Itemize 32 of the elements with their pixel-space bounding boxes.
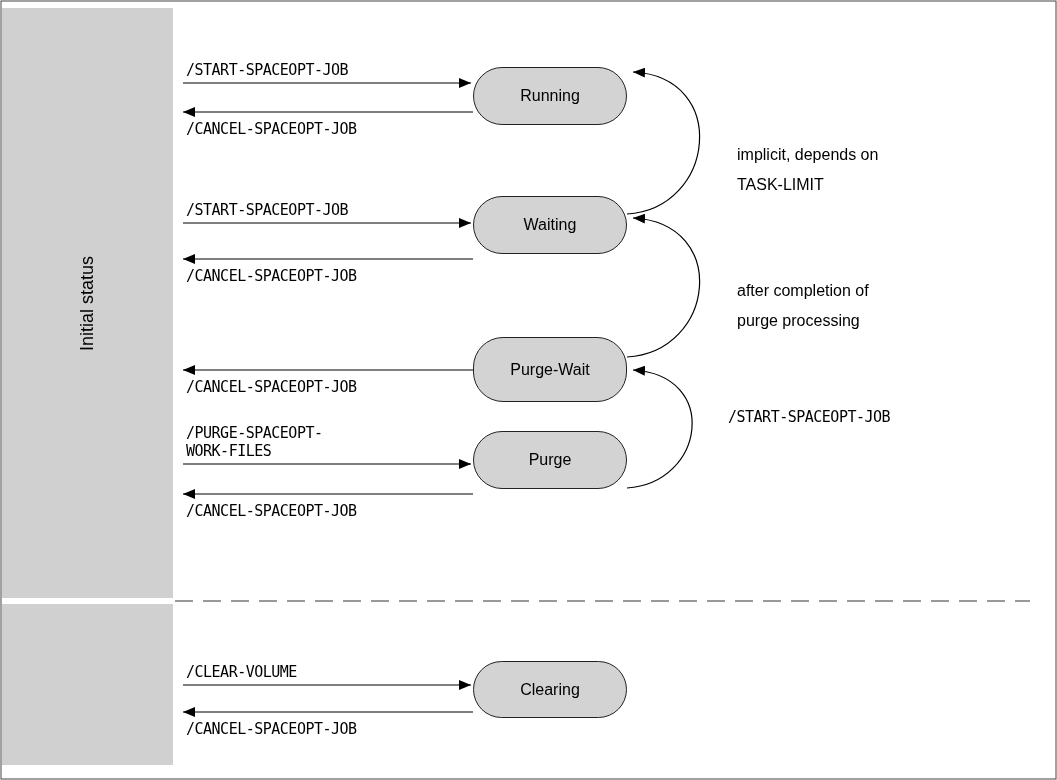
- arrow: [182, 218, 472, 228]
- command-label: /PURGE-SPACEOPT- WORK-FILES: [186, 424, 324, 460]
- transition-note: after completion of purge processing: [737, 281, 870, 331]
- command-label: /CLEAR-VOLUME: [186, 663, 297, 681]
- arrow: [182, 365, 474, 375]
- transition-note: implicit, depends on TASK-LIMIT: [737, 145, 880, 195]
- state-pill: Purge: [473, 431, 627, 489]
- command-label: /START-SPACEOPT-JOB: [186, 61, 349, 79]
- arrow: [182, 680, 472, 690]
- state-pill: Running: [473, 67, 627, 125]
- status-band: [2, 604, 173, 765]
- arrow: [182, 489, 474, 499]
- arrow: [182, 78, 472, 88]
- command-label: /CANCEL-SPACEOPT-JOB: [186, 267, 357, 285]
- command-label: /CANCEL-SPACEOPT-JOB: [186, 502, 357, 520]
- status-band: [2, 8, 173, 598]
- arrow: [182, 459, 472, 469]
- command-label: /CANCEL-SPACEOPT-JOB: [186, 378, 357, 396]
- command-label: /START-SPACEOPT-JOB: [186, 201, 349, 219]
- band-label: Initial status: [77, 255, 98, 351]
- state-pill: Purge-Wait: [473, 337, 627, 402]
- command-label: /START-SPACEOPT-JOB: [728, 408, 891, 426]
- curved-arrow: [626, 215, 700, 358]
- state-pill: Waiting: [473, 196, 627, 254]
- state-pill: Clearing: [473, 661, 627, 718]
- command-label: /CANCEL-SPACEOPT-JOB: [186, 120, 357, 138]
- arrow: [182, 254, 474, 264]
- curved-arrow: [626, 367, 693, 489]
- curved-arrow: [626, 69, 700, 215]
- arrow: [182, 107, 474, 117]
- command-label: /CANCEL-SPACEOPT-JOB: [186, 720, 357, 738]
- arrow: [182, 707, 474, 717]
